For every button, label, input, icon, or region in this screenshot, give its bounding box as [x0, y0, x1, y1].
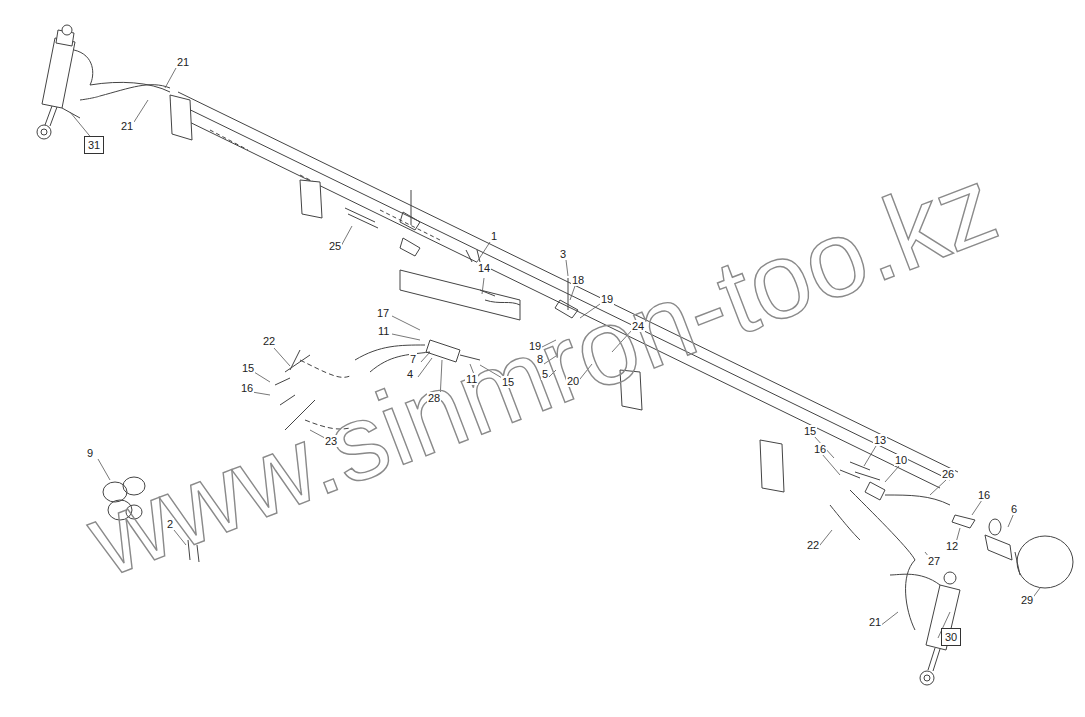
callout-number: 26	[941, 468, 955, 480]
callout-number: 3	[559, 248, 567, 260]
callout-number: 10	[894, 454, 908, 466]
callout-number: 16	[813, 443, 827, 455]
callout-number: 6	[1010, 503, 1018, 515]
callout-number: 28	[427, 392, 441, 404]
callout-number: 11	[377, 325, 390, 337]
callout-number: 30	[945, 631, 957, 643]
callout-number: 22	[806, 539, 820, 551]
callout-number: 8	[536, 353, 544, 365]
callout-number: 23	[324, 435, 338, 447]
callout-number: 7	[409, 353, 417, 365]
callout-number: 9	[86, 447, 94, 459]
callout-number: 15	[241, 362, 255, 374]
callout-number: 25	[328, 240, 342, 252]
callout-number: 15	[501, 376, 515, 388]
callout-number: 13	[873, 434, 887, 446]
callout-number: 20	[566, 375, 580, 387]
callout-number: 21	[176, 56, 190, 68]
callout-number: 11	[465, 373, 478, 385]
callout-number: 21	[868, 616, 882, 628]
callout-number: 5	[541, 368, 549, 380]
hydraulic-cylinder	[37, 25, 75, 139]
callout-number: 16	[977, 489, 991, 501]
callout-number: 2	[166, 518, 174, 530]
accumulator	[985, 519, 1073, 588]
callout-number: 21	[120, 120, 134, 132]
callout-number: 15	[803, 425, 817, 437]
callout-number: 27	[927, 555, 941, 567]
callout-number: 24	[631, 320, 645, 332]
callout-box: 30	[941, 628, 961, 646]
callout-number: 31	[88, 139, 100, 151]
callout-number: 14	[477, 262, 491, 274]
callout-number: 16	[240, 382, 254, 394]
leader-line	[70, 68, 1040, 638]
callout-number: 29	[1020, 594, 1034, 606]
callout-number: 12	[945, 540, 959, 552]
callout-box: 31	[84, 136, 104, 154]
callout-number: 18	[571, 274, 585, 286]
callout-number: 19	[528, 340, 542, 352]
callout-number: 22	[262, 335, 276, 347]
callout-number: 1	[490, 230, 498, 242]
callout-number: 17	[376, 307, 390, 319]
hydraulic-cylinder	[890, 560, 960, 685]
callout-number: 19	[600, 293, 614, 305]
callout-number: 4	[406, 368, 414, 380]
